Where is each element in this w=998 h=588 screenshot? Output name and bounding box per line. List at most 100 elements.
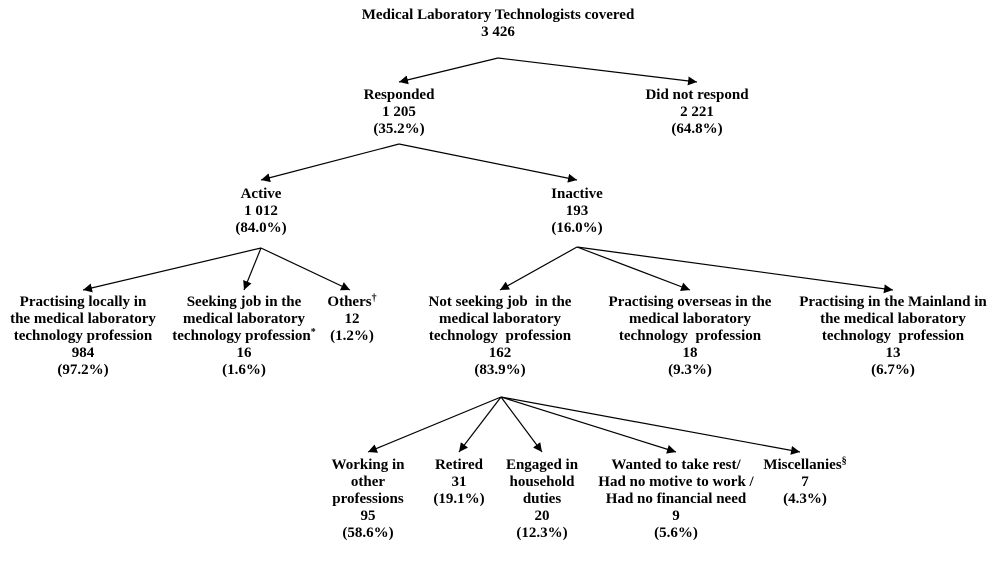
node-not-responded: Did not respond 2 221 (64.8%) bbox=[645, 87, 748, 138]
node-household-line1: Engaged in bbox=[505, 457, 579, 473]
node-not-seeking-count: 162 bbox=[488, 345, 512, 361]
node-not-responded-count: 2 221 bbox=[680, 104, 714, 120]
node-responded-label: Responded bbox=[363, 87, 435, 103]
node-household-pct: (12.3%) bbox=[516, 525, 568, 541]
node-household: Engaged in household duties 20 (12.3%) bbox=[506, 457, 578, 542]
node-seeking-job-line3-wrap: technology profession* bbox=[172, 328, 315, 345]
edge-not-seeking-to-take-rest bbox=[500, 396, 677, 454]
edge-root-to-responded bbox=[398, 57, 499, 85]
node-others-pct: (1.2%) bbox=[330, 328, 374, 344]
node-overseas-line1: Practising overseas in the bbox=[608, 294, 772, 310]
node-others-label-wrap: Others† bbox=[327, 294, 376, 311]
node-seeking-job-count: 16 bbox=[236, 345, 252, 361]
node-misc-label: Miscellanies bbox=[763, 457, 842, 473]
node-practising-locally-line3: technology profession bbox=[13, 328, 153, 344]
node-not-seeking: Not seeking job in the medical laborator… bbox=[429, 294, 572, 379]
node-responded-count: 1 205 bbox=[382, 104, 416, 120]
node-misc-pct: (4.3%) bbox=[783, 491, 827, 507]
node-seeking-job-pct: (1.6%) bbox=[222, 362, 266, 378]
footnote-mark-section: § bbox=[841, 456, 847, 467]
node-misc-count: 7 bbox=[801, 474, 809, 490]
node-inactive-pct: (16.0%) bbox=[551, 220, 603, 236]
node-not-seeking-line2: medical laboratory bbox=[438, 311, 562, 327]
node-seeking-job-line2: medical laboratory bbox=[182, 311, 306, 327]
node-root-count: 3 426 bbox=[481, 24, 515, 40]
edge-responded-to-active bbox=[260, 143, 400, 183]
node-practising-locally-line2: the medical laboratory bbox=[10, 311, 156, 327]
node-mainland-pct: (6.7%) bbox=[871, 362, 915, 378]
edge-not-seeking-to-working-other bbox=[367, 396, 502, 453]
node-overseas-line3: technology profession bbox=[618, 328, 762, 344]
edge-active-to-practising-locally bbox=[82, 247, 262, 293]
node-overseas-line2: medical laboratory bbox=[628, 311, 752, 327]
node-mainland-line2: the medical laboratory bbox=[820, 311, 966, 327]
node-seeking-job: Seeking job in the medical laboratory te… bbox=[172, 294, 315, 379]
node-mainland-line1: Practising in the Mainland in bbox=[799, 294, 987, 310]
node-inactive: Inactive 193 (16.0%) bbox=[551, 186, 603, 237]
node-working-other-line3: professions bbox=[332, 491, 404, 507]
node-inactive-label: Inactive bbox=[551, 186, 603, 202]
edge-not-seeking-to-retired bbox=[458, 396, 502, 453]
node-practising-locally-line1: Practising locally in bbox=[19, 294, 147, 310]
node-take-rest-pct: (5.6%) bbox=[654, 525, 698, 541]
node-mainland-line3: technology profession bbox=[821, 328, 965, 344]
node-others-label: Others bbox=[327, 294, 372, 310]
node-inactive-count: 193 bbox=[565, 203, 589, 219]
edge-not-seeking-to-misc bbox=[500, 396, 801, 455]
edge-not-seeking-to-household bbox=[500, 396, 543, 453]
node-working-other-line1: Working in bbox=[331, 457, 405, 473]
node-practising-locally: Practising locally in the medical labora… bbox=[10, 294, 156, 379]
node-working-other-pct: (58.6%) bbox=[342, 525, 394, 541]
node-active-count: 1 012 bbox=[244, 203, 278, 219]
edge-active-to-others bbox=[260, 247, 351, 291]
node-others-count: 12 bbox=[344, 311, 360, 327]
footnote-mark-asterisk: * bbox=[310, 327, 316, 338]
node-working-other-line2: other bbox=[350, 474, 386, 490]
node-overseas-pct: (9.3%) bbox=[668, 362, 712, 378]
node-root: Medical Laboratory Technologists covered… bbox=[362, 7, 635, 41]
node-not-responded-label: Did not respond bbox=[645, 87, 749, 103]
node-working-other: Working in other professions 95 (58.6%) bbox=[332, 457, 405, 542]
node-active: Active 1 012 (84.0%) bbox=[235, 186, 286, 237]
node-household-line3: duties bbox=[522, 491, 562, 507]
node-overseas: Practising overseas in the medical labor… bbox=[609, 294, 772, 379]
node-household-line2: household bbox=[509, 474, 575, 490]
node-root-label: Medical Laboratory Technologists covered bbox=[361, 7, 635, 23]
node-not-responded-pct: (64.8%) bbox=[671, 121, 723, 137]
node-seeking-job-line1: Seeking job in the bbox=[186, 294, 302, 310]
node-household-count: 20 bbox=[534, 508, 550, 524]
node-retired-count: 31 bbox=[451, 474, 467, 490]
edge-inactive-to-not-seeking bbox=[499, 246, 578, 291]
node-retired-pct: (19.1%) bbox=[433, 491, 485, 507]
edge-inactive-to-overseas bbox=[576, 246, 691, 292]
node-take-rest-count: 9 bbox=[672, 508, 680, 524]
node-take-rest-line1: Wanted to take rest/ bbox=[611, 457, 741, 473]
node-retired-label: Retired bbox=[434, 457, 484, 473]
edge-root-to-not-responded bbox=[497, 57, 698, 86]
node-take-rest-line3: Had no financial need bbox=[605, 491, 747, 507]
node-mainland-count: 13 bbox=[885, 345, 901, 361]
edge-inactive-to-mainland bbox=[576, 246, 894, 294]
node-responded-pct: (35.2%) bbox=[373, 121, 425, 137]
node-others: Others† 12 (1.2%) bbox=[327, 294, 376, 345]
node-mainland: Practising in the Mainland in the medica… bbox=[799, 294, 987, 379]
node-practising-locally-count: 984 bbox=[71, 345, 95, 361]
node-take-rest: Wanted to take rest/ Had no motive to wo… bbox=[598, 457, 753, 542]
node-misc: Miscellanies§ 7 (4.3%) bbox=[763, 457, 846, 508]
node-not-seeking-line3: technology profession bbox=[428, 328, 572, 344]
node-overseas-count: 18 bbox=[682, 345, 698, 361]
node-responded: Responded 1 205 (35.2%) bbox=[364, 87, 435, 138]
node-active-pct: (84.0%) bbox=[235, 220, 287, 236]
node-not-seeking-line1: Not seeking job in the bbox=[428, 294, 572, 310]
edge-active-to-seeking-job bbox=[243, 247, 262, 291]
node-take-rest-line2: Had no motive to work / bbox=[598, 474, 754, 490]
node-retired: Retired 31 (19.1%) bbox=[433, 457, 484, 508]
node-practising-locally-pct: (97.2%) bbox=[57, 362, 109, 378]
node-misc-label-wrap: Miscellanies§ bbox=[763, 457, 846, 474]
footnote-mark-dagger: † bbox=[371, 293, 377, 304]
node-not-seeking-pct: (83.9%) bbox=[474, 362, 526, 378]
edge-responded-to-inactive bbox=[398, 143, 578, 183]
node-working-other-count: 95 bbox=[360, 508, 376, 524]
